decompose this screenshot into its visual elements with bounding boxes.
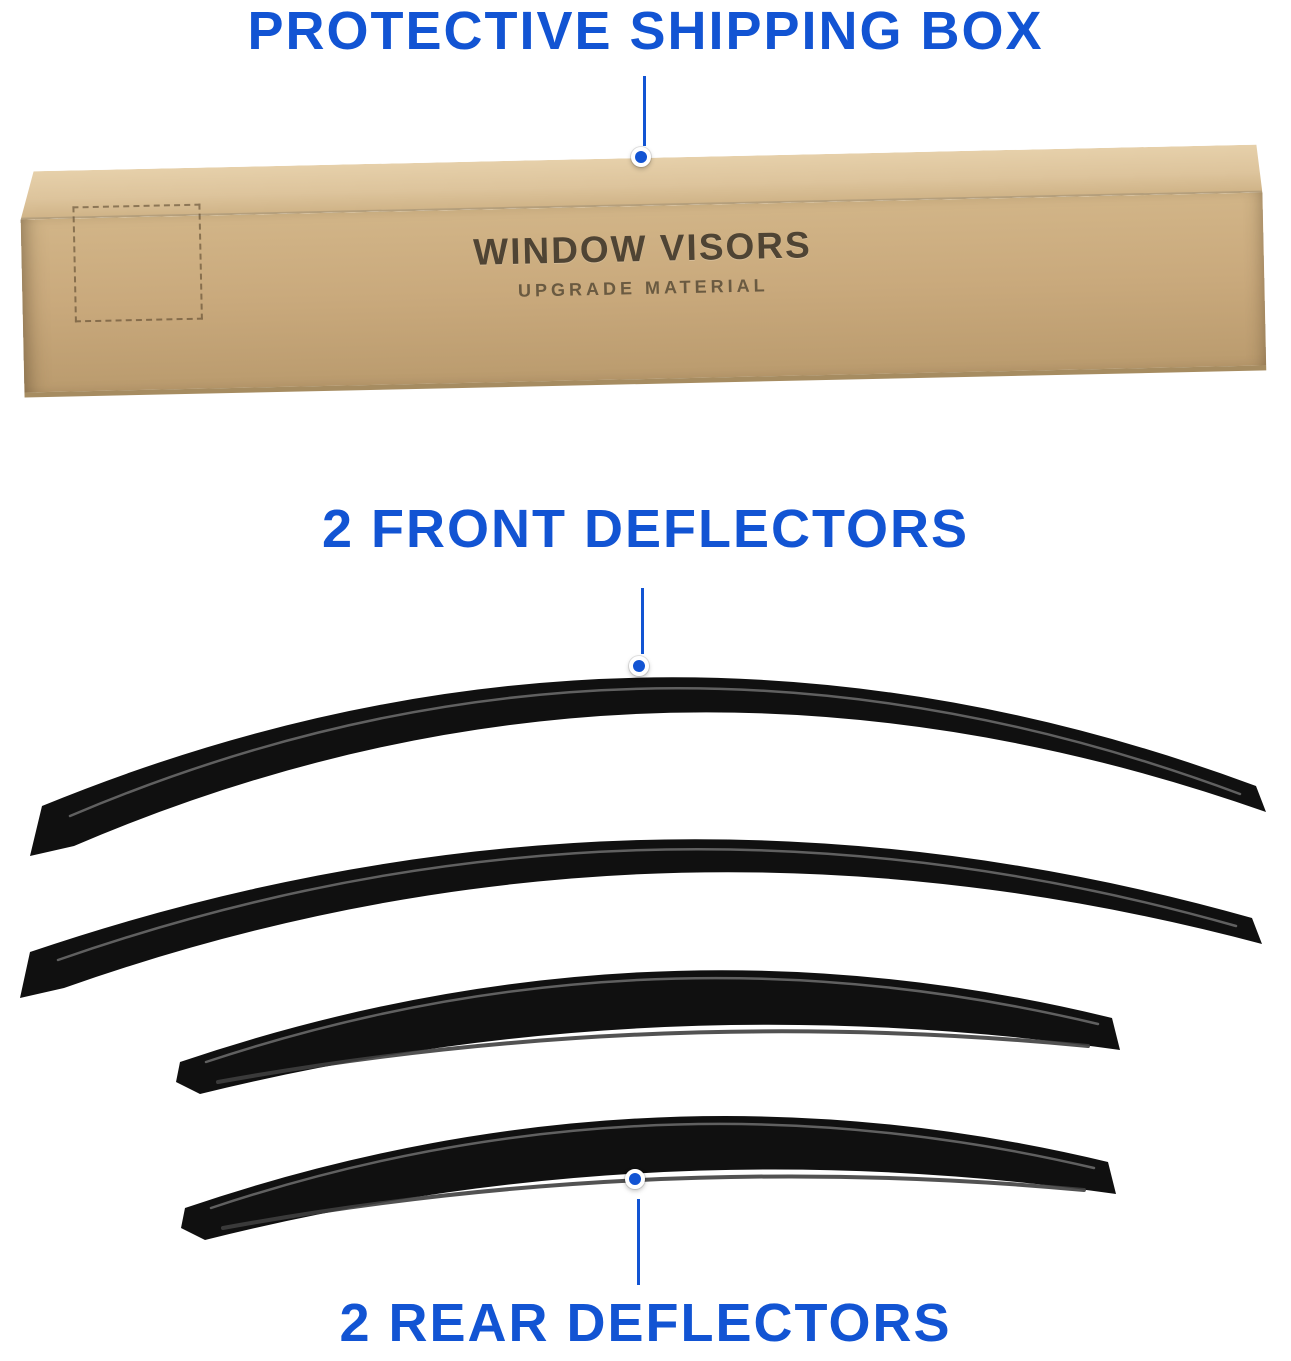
deflector-lip-highlight [216, 1029, 1090, 1084]
deflector-highlight [68, 686, 1242, 818]
box-label-area [72, 203, 203, 323]
shipping-box: WINDOW VISORS UPGRADE MATERIAL [20, 144, 1267, 401]
front-deflector-2 [20, 839, 1262, 998]
box-subtitle: UPGRADE MATERIAL [517, 275, 769, 301]
shipping-box-label: PROTECTIVE SHIPPING BOX [247, 1, 1044, 61]
deflector-highlight [209, 1122, 1096, 1210]
leader-line-rear [637, 1199, 640, 1285]
rear-deflectors-label: 2 REAR DEFLECTORS [339, 1293, 952, 1353]
box-front-panel: WINDOW VISORS UPGRADE MATERIAL [20, 192, 1267, 398]
callout-dot-icon [625, 1169, 645, 1189]
deflector-highlight [204, 976, 1100, 1064]
rear-deflector-2 [181, 1116, 1116, 1240]
leader-line-box [643, 76, 646, 146]
deflector-lip-highlight [221, 1174, 1086, 1230]
leader-line-front [641, 588, 644, 654]
front-deflector-1 [30, 677, 1266, 856]
callout-dot-icon [629, 656, 649, 676]
box-title: WINDOW VISORS [472, 224, 813, 273]
callout-dot-icon [631, 147, 651, 167]
front-deflectors-label: 2 FRONT DEFLECTORS [321, 499, 970, 559]
rear-deflector-1 [176, 970, 1120, 1094]
deflector-highlight [56, 847, 1238, 962]
box-print: WINDOW VISORS UPGRADE MATERIAL [473, 224, 813, 302]
